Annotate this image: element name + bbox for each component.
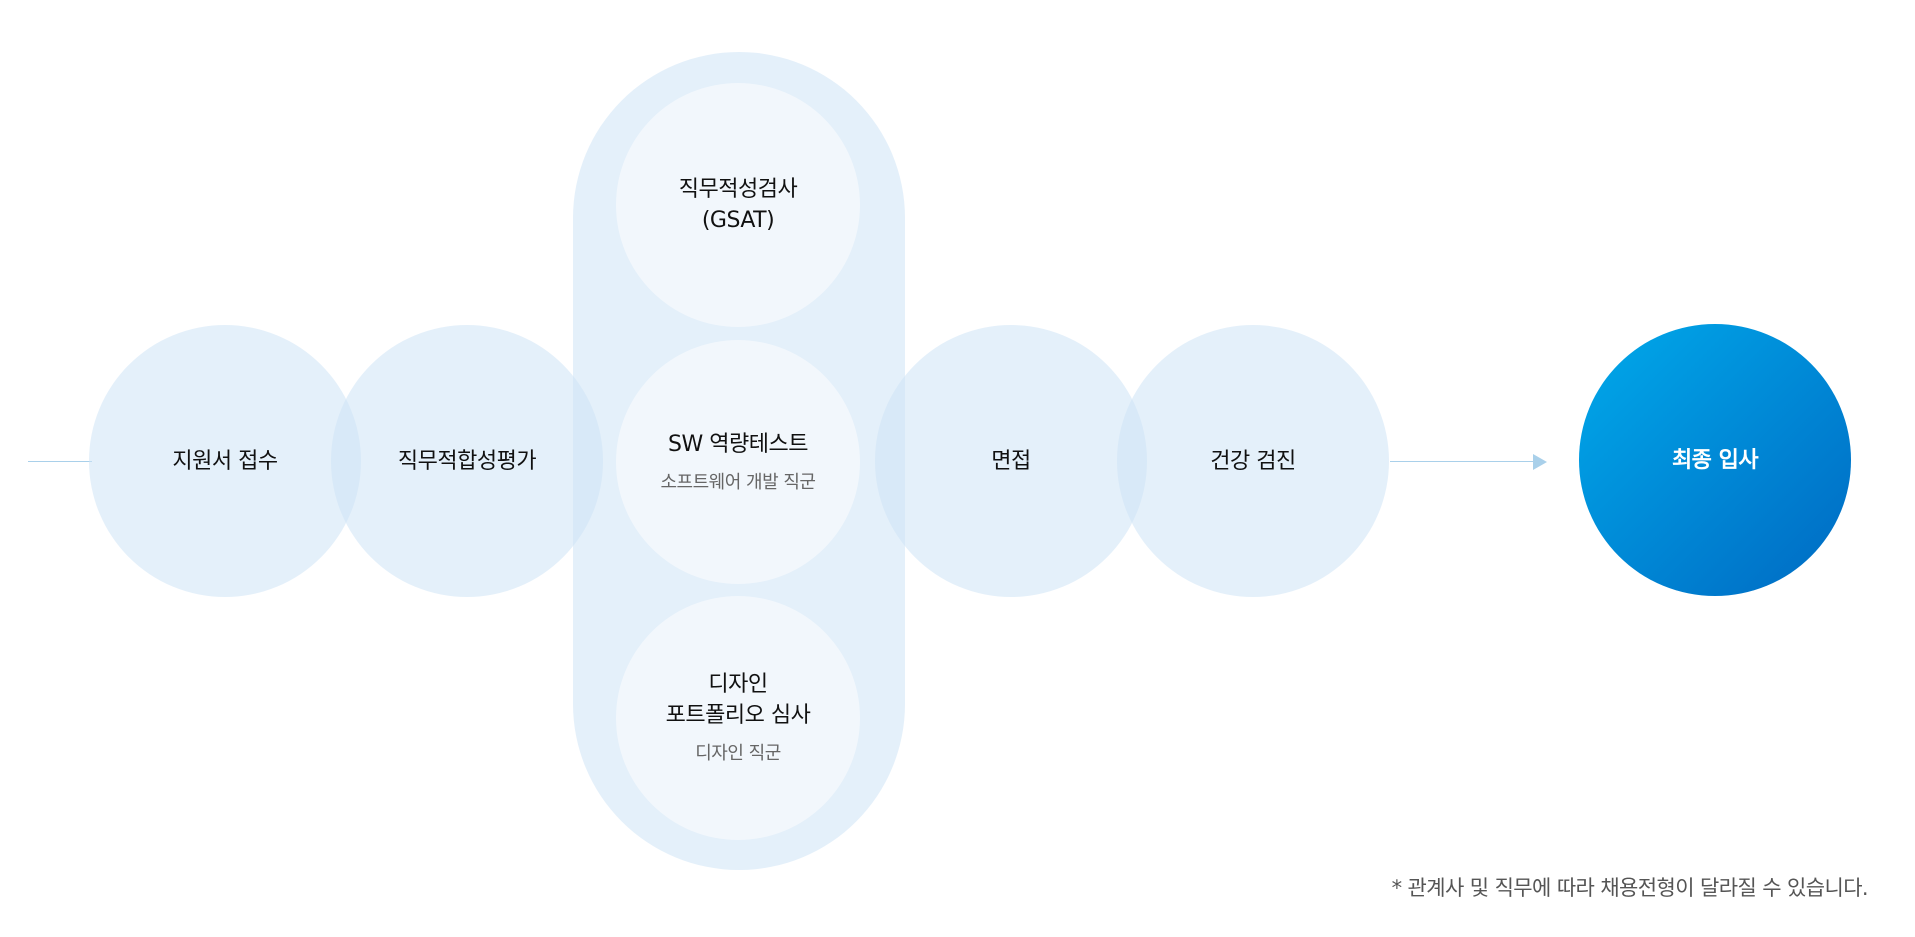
entry-line [28, 461, 92, 462]
step-interview: 면접 [875, 325, 1147, 597]
step-health-check: 건강 검진 [1117, 325, 1389, 597]
step-final-hire: 최종 입사 [1579, 324, 1851, 596]
step-gsat-label-line1: 직무적성검사 [678, 177, 798, 202]
step-sw-test-label: SW 역량테스트 [668, 431, 808, 457]
step-design-label-line1: 디자인 [708, 672, 768, 697]
step-job-fit: 직무적합성평가 [331, 325, 603, 597]
step-design-sublabel: 디자인 직군 [695, 743, 781, 764]
step-application-label: 지원서 접수 [172, 448, 278, 474]
arrow-right-icon [1533, 454, 1547, 470]
step-health-check-label: 건강 검진 [1210, 448, 1296, 474]
step-gsat-label-line2: (GSAT) [701, 208, 775, 233]
step-design-label-line2: 포트폴리오 심사 [665, 703, 811, 728]
step-job-fit-label: 직무적합성평가 [397, 448, 537, 474]
exit-line [1390, 461, 1535, 462]
step-interview-label: 면접 [991, 448, 1031, 474]
step-sw-test: SW 역량테스트 소프트웨어 개발 직군 [616, 340, 860, 584]
footnote: * 관계사 및 직무에 따라 채용전형이 달라질 수 있습니다. [1391, 876, 1869, 900]
step-design-portfolio: 디자인 포트폴리오 심사 디자인 직군 [616, 596, 860, 840]
step-application: 지원서 접수 [89, 325, 361, 597]
step-gsat: 직무적성검사 (GSAT) [616, 83, 860, 327]
step-sw-test-sublabel: 소프트웨어 개발 직군 [660, 471, 816, 493]
step-final-hire-label: 최종 입사 [1671, 447, 1759, 473]
